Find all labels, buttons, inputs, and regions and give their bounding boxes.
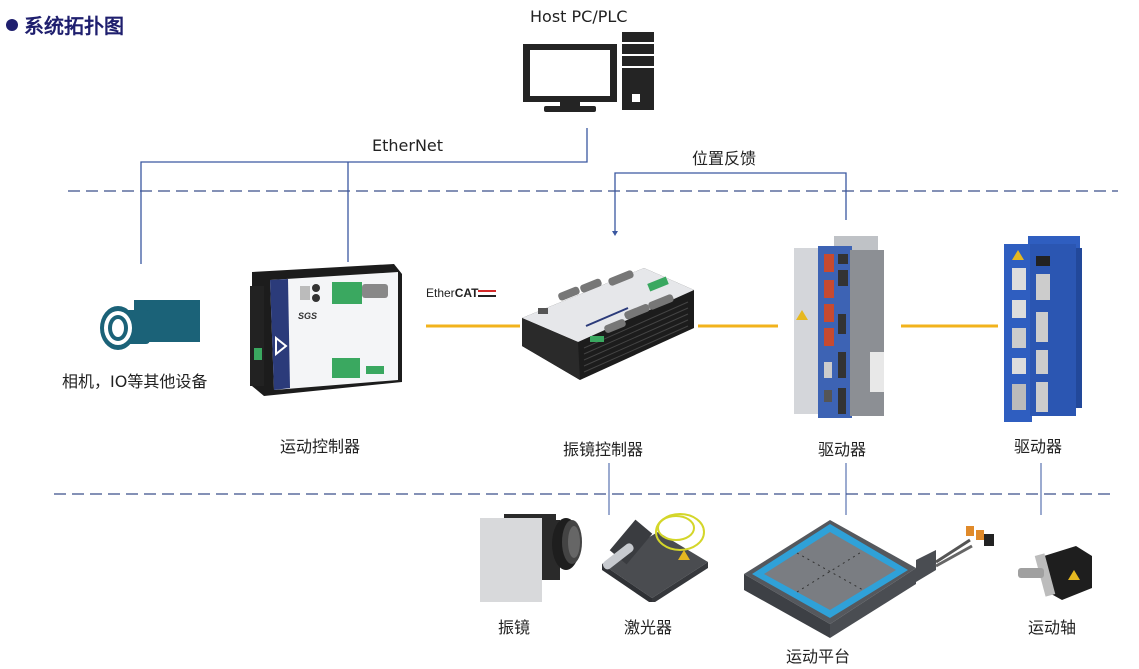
motion-axis-device[interactable] xyxy=(1016,544,1096,606)
motion-axis-label: 运动轴 xyxy=(1028,618,1077,637)
position-feedback-label: 位置反馈 xyxy=(692,149,757,168)
drive-2-device[interactable] xyxy=(1000,234,1084,424)
bullet-icon xyxy=(6,18,18,31)
ethercat-logo-prefix: Ether xyxy=(426,286,455,300)
galvo-controller-label: 振镜控制器 xyxy=(563,440,644,459)
galvo-label: 振镜 xyxy=(498,618,531,637)
laser-label: 激光器 xyxy=(624,618,673,637)
ethernet-label: EtherNet xyxy=(372,136,444,155)
motion-stage-label: 运动平台 xyxy=(786,647,851,666)
motion-controller-label: 运动控制器 xyxy=(280,437,361,456)
camera-label: 相机，IO等其他设备 xyxy=(62,372,208,391)
controller-brand: SGS xyxy=(298,311,317,321)
ethernet-line xyxy=(140,128,588,264)
position-feedback-line xyxy=(614,172,847,232)
page-title: 系统拓扑图 xyxy=(6,10,124,39)
laser-device[interactable] xyxy=(598,506,710,602)
ethercat-logo: EtherCAT xyxy=(426,286,497,300)
arrow-down-icon xyxy=(612,231,618,236)
desktop-computer-icon[interactable] xyxy=(520,30,660,112)
camera-icon[interactable] xyxy=(98,296,204,354)
ethercat-arrows-icon xyxy=(478,289,497,298)
ethercat-logo-bold: CAT xyxy=(454,286,479,300)
drive-1-device[interactable] xyxy=(790,232,890,418)
motion-stage-device[interactable] xyxy=(740,510,1000,640)
motion-controller-device[interactable]: SGS xyxy=(244,262,404,398)
drive-2-label: 驱动器 xyxy=(1014,437,1063,456)
galvo-controller-device[interactable] xyxy=(518,264,698,386)
galvo-device[interactable] xyxy=(474,508,586,604)
host-label: Host PC/PLC xyxy=(530,7,628,26)
drive-1-label: 驱动器 xyxy=(818,440,867,459)
